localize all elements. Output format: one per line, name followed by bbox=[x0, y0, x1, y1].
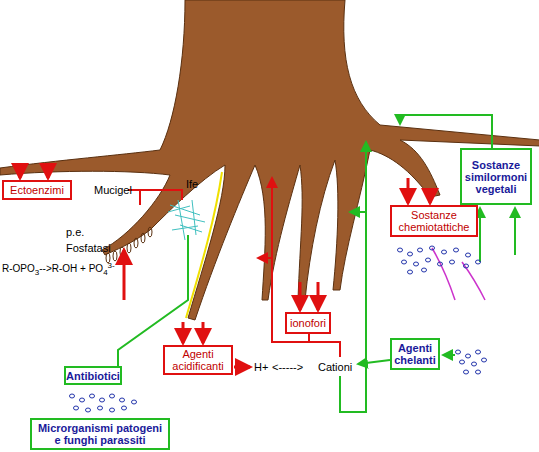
chemotactic-box: Sostanze chemiotattiche bbox=[390, 205, 478, 237]
box-text: Microrganismi patogeni e funghi parassit… bbox=[34, 422, 166, 446]
box-text: Sostanze chemiotattiche bbox=[394, 209, 474, 233]
proton-label: H+ bbox=[254, 361, 268, 373]
formula-subscript: 3 bbox=[35, 268, 39, 277]
hyphae-label: Ife bbox=[186, 178, 198, 190]
pathogen-box: Microrganismi patogeni e funghi parassit… bbox=[30, 418, 170, 450]
box-text: ionofori bbox=[290, 317, 326, 329]
chelator-box: Agenti chelanti bbox=[390, 338, 440, 370]
antibiotic-box: Antibiotici bbox=[64, 366, 122, 385]
green-lines bbox=[118, 115, 515, 412]
cation-label: Cationi bbox=[318, 361, 352, 373]
red-arrows bbox=[20, 170, 430, 367]
hyphae bbox=[168, 200, 205, 240]
tree-trunk-roots bbox=[0, 0, 539, 320]
mucigel-label: Mucigel bbox=[94, 184, 132, 196]
box-text: Agenti chelanti bbox=[394, 342, 436, 366]
box-text: Antibiotici bbox=[66, 370, 120, 382]
enzyme-box: Ectoenzimi bbox=[2, 180, 72, 200]
diffusion-curves bbox=[432, 248, 485, 300]
red-lines bbox=[128, 178, 340, 357]
example-label: p.e. bbox=[66, 226, 84, 238]
formula-superscript: 3- bbox=[108, 261, 115, 270]
reaction-formula: R-OPO3-->R-OH + PO43- bbox=[2, 260, 115, 279]
formula-part: -->R-OH + PO bbox=[39, 263, 103, 274]
mucigel-layer bbox=[186, 172, 222, 318]
box-text: Ectoenzimi bbox=[10, 184, 64, 196]
box-text: Sostanze similormoni vegetali bbox=[464, 159, 528, 195]
exchange-arrow: <-----> bbox=[272, 361, 303, 373]
formula-subscript: 4 bbox=[103, 268, 107, 277]
box-text: Agenti acidificanti bbox=[167, 348, 229, 372]
ionophore-box: ionofori bbox=[285, 312, 331, 334]
hormone-box: Sostanze similormoni vegetali bbox=[460, 148, 532, 205]
enzyme-name: Fosfatasi bbox=[66, 242, 111, 254]
acidifier-box: Agenti acidificanti bbox=[163, 345, 233, 375]
particles bbox=[70, 246, 487, 412]
root-hairs bbox=[106, 227, 152, 263]
formula-part: R-OPO bbox=[2, 263, 35, 274]
